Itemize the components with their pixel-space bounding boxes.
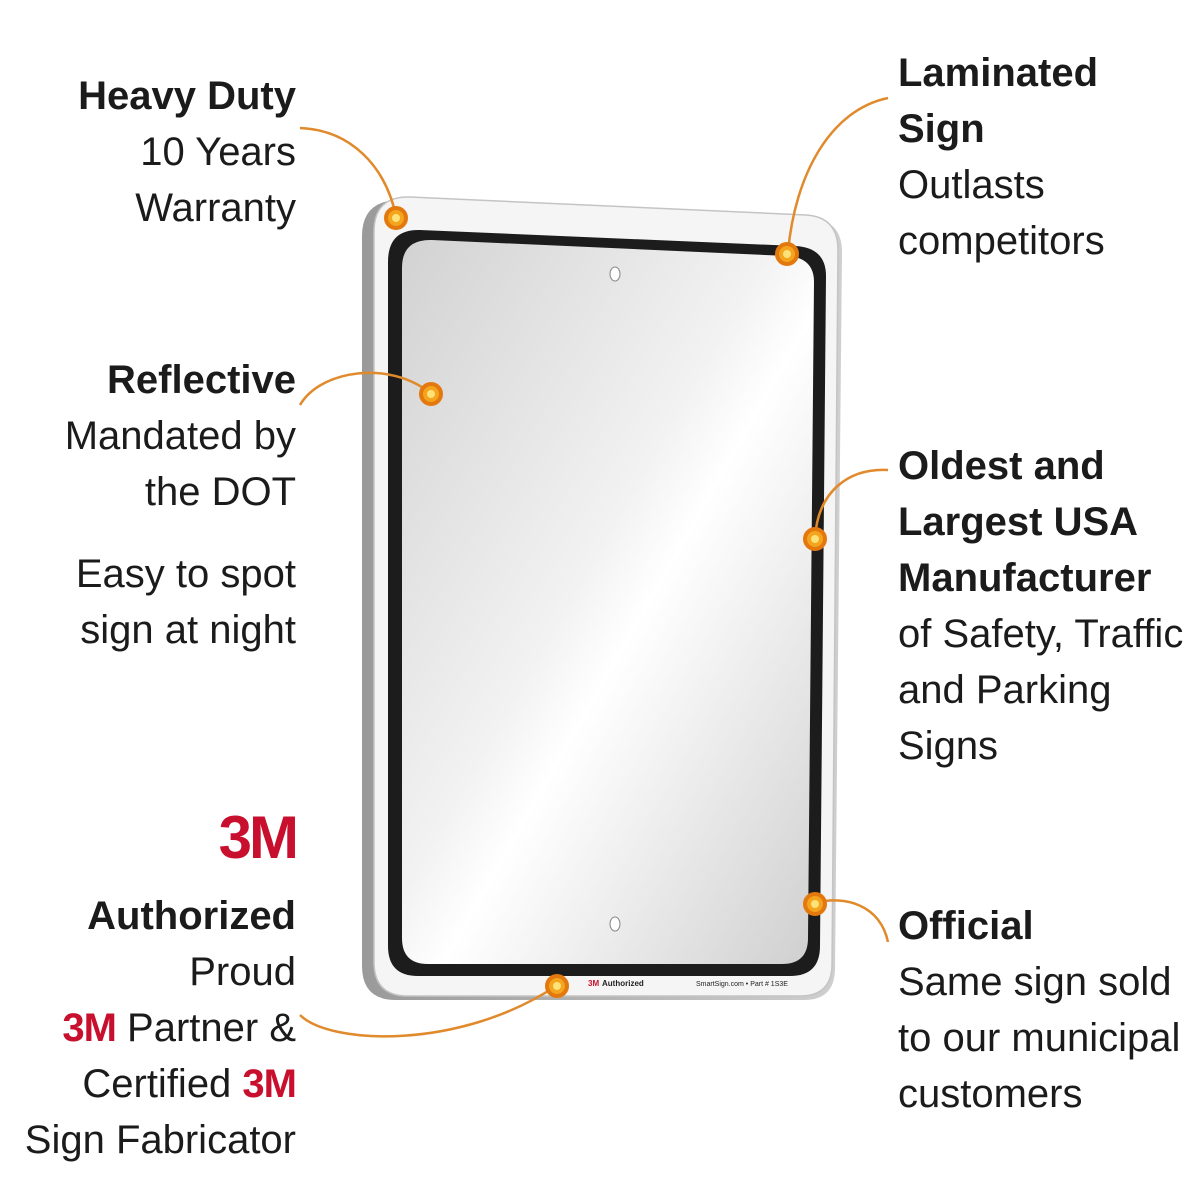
reflective-title: Reflective [107, 358, 296, 402]
oldest-title3: Manufacturer [898, 556, 1152, 600]
callout-laminated: Laminated Sign Outlasts competitors [898, 45, 1105, 269]
official-line1: Same sign sold [898, 960, 1172, 1004]
callout-dot-heavy-duty [384, 206, 408, 230]
oldest-title1: Oldest and [898, 444, 1105, 488]
reflective-line3: Easy to spot [75, 552, 296, 596]
leader-heavy-duty [299, 126, 398, 217]
heavy-duty-line1: 10 Years [140, 130, 296, 174]
sign-footer-authorized: Authorized [602, 979, 644, 988]
reflective-line2: the DOT [144, 470, 296, 514]
3m-certified-logo: 3M [242, 1062, 297, 1106]
authorized-certified-line: Certified 3M [25, 1056, 297, 1112]
leader-reflective [298, 371, 431, 406]
3m-logo: 3M [218, 804, 299, 871]
callout-oldest-largest: Oldest and Largest USA Manufacturer of S… [898, 438, 1183, 774]
reflective-line4: sign at night [80, 608, 296, 652]
callout-official: Official Same sign sold to our municipal… [898, 898, 1180, 1122]
laminated-title1: Laminated [898, 51, 1099, 95]
callout-dot-laminated [775, 242, 799, 266]
authorized-title: Authorized [87, 894, 296, 938]
3m-partner-logo: 3M [62, 1006, 117, 1050]
oldest-line2: and Parking [898, 668, 1112, 712]
official-line3: customers [898, 1072, 1083, 1116]
callout-dot-authorized [545, 974, 569, 998]
official-line2: to our municipal [898, 1016, 1181, 1060]
leader-authorized [299, 984, 557, 1038]
leader-laminated [786, 96, 889, 253]
callout-reflective: Reflective Mandated by the DOT Easy to s… [65, 352, 296, 658]
reflective-line1: Mandated by [64, 414, 296, 458]
heavy-duty-title: Heavy Duty [78, 74, 296, 118]
sign-reflective-area [402, 239, 814, 964]
laminated-line2: competitors [898, 219, 1105, 263]
authorized-partner-line: 3M Partner & [25, 1000, 296, 1056]
leader-oldest [813, 468, 889, 539]
mounting-hole-bottom [609, 916, 621, 932]
mounting-hole-top [609, 266, 621, 282]
heavy-duty-line2: Warranty [135, 186, 296, 230]
oldest-title2: Largest USA [898, 500, 1139, 544]
authorized-line1: Proud [189, 950, 296, 994]
callout-dot-official [803, 892, 827, 916]
sign-footer-part-number: SmartSign.com • Part # 1S3E [696, 981, 788, 988]
callout-3m-authorized: 3M Authorized Proud 3M Partner & Certifi… [24, 804, 299, 1168]
certified-text: Certified [82, 1062, 243, 1106]
callout-heavy-duty: Heavy Duty 10 Years Warranty [78, 68, 296, 236]
oldest-line3: Signs [898, 724, 999, 768]
authorized-line3: Sign Fabricator [24, 1118, 296, 1162]
callout-dot-reflective [419, 382, 443, 406]
oldest-line1: of Safety, Traffic [898, 612, 1184, 656]
official-title: Official [898, 904, 1034, 948]
laminated-line1: Outlasts [898, 163, 1045, 207]
callout-dot-oldest [803, 527, 827, 551]
sign-footer-3m-logo: 3M [588, 979, 599, 988]
laminated-title2: Sign [898, 107, 985, 151]
partner-text: Partner & [115, 1006, 296, 1050]
